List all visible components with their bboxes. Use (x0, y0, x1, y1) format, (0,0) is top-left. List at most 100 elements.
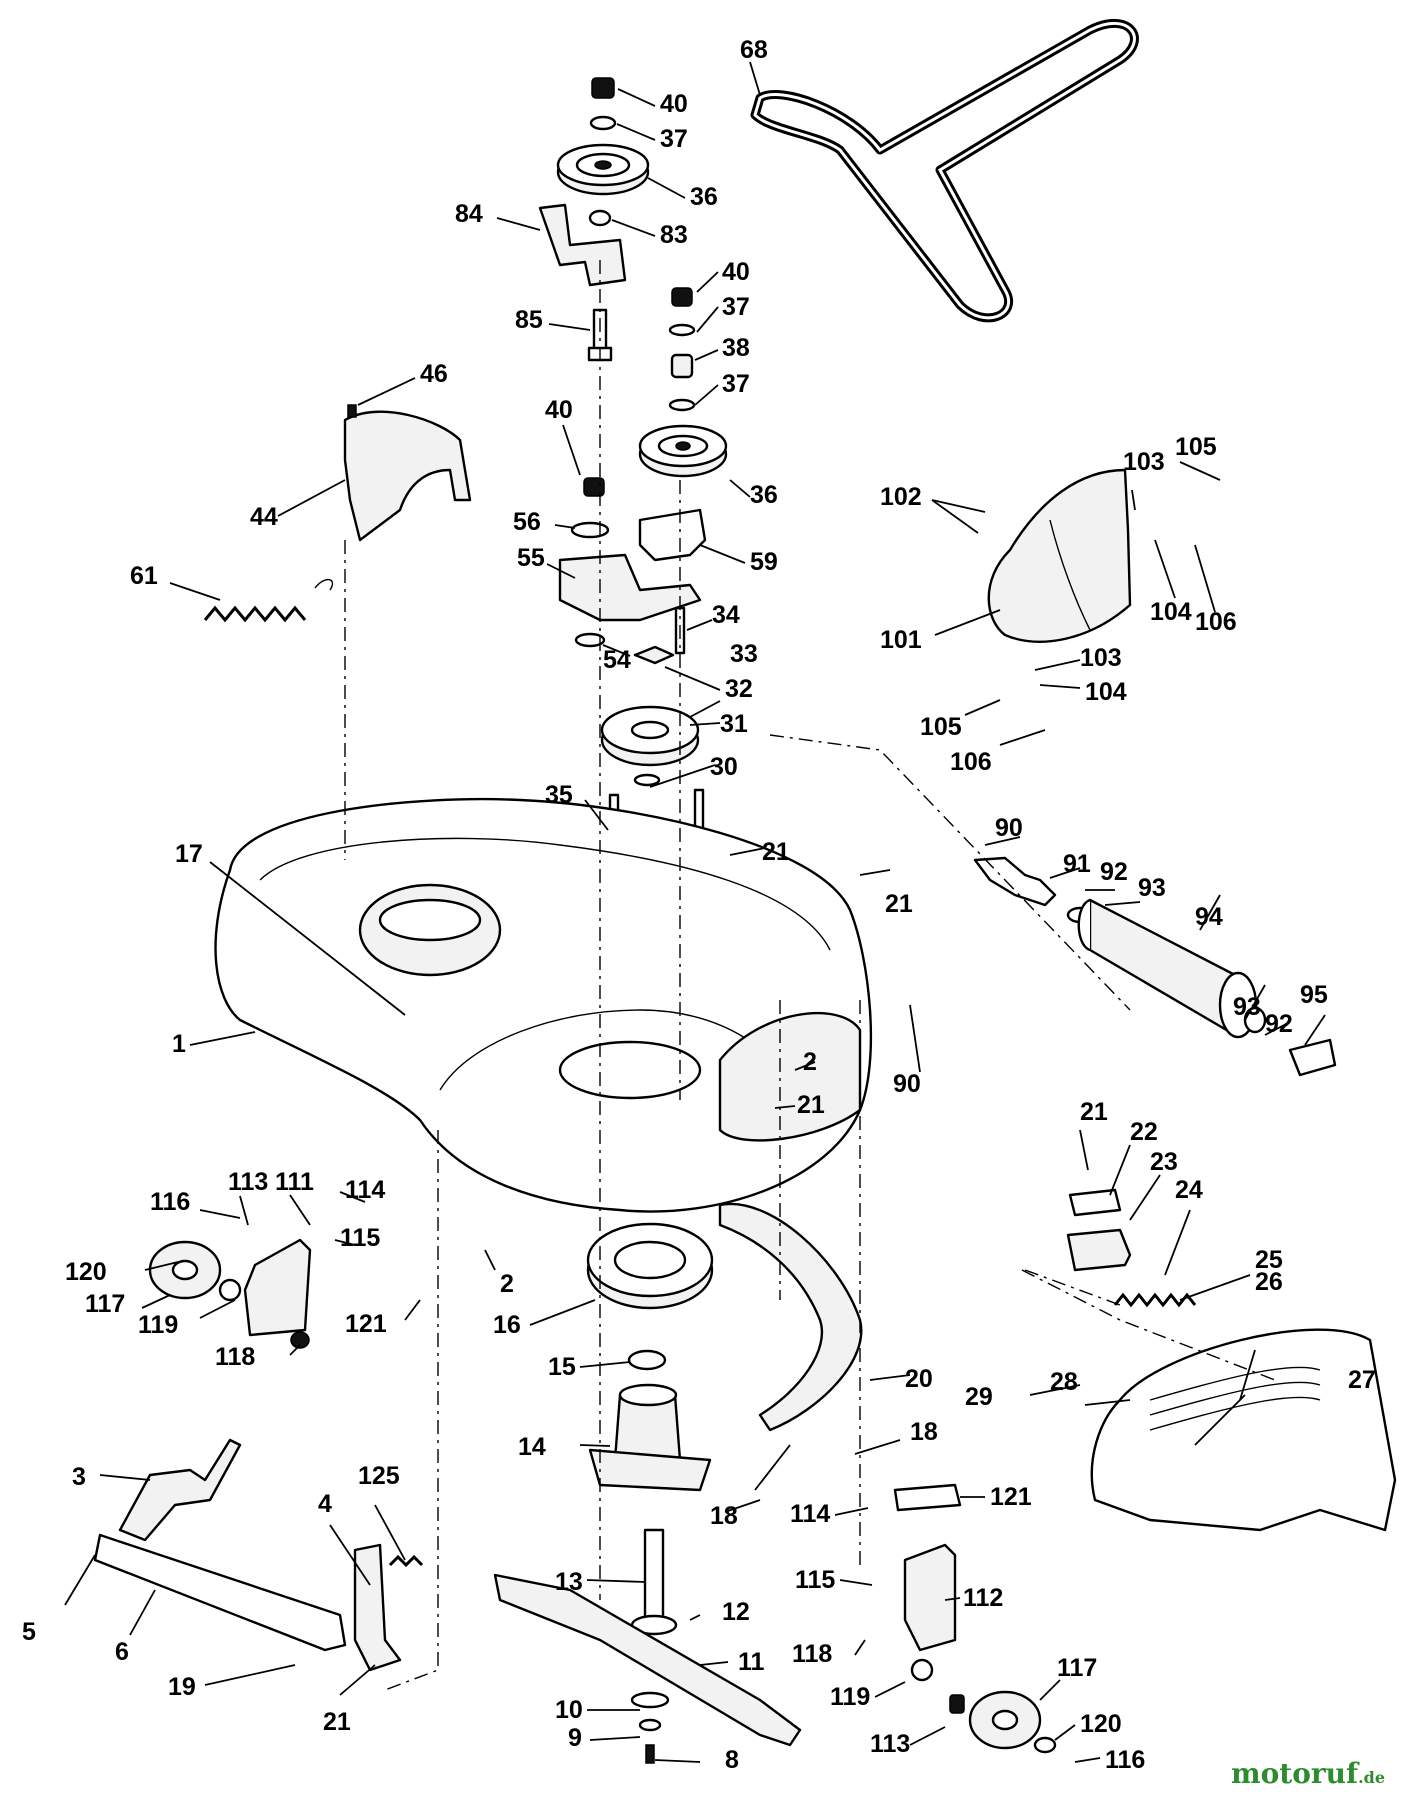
baffle-20 (718, 1202, 863, 1432)
front-bracket-4 (353, 1543, 402, 1672)
link-rod-6 (93, 1533, 347, 1652)
callout-c118a: 118 (215, 1343, 255, 1371)
discharge-chute-27 (1090, 1328, 1397, 1532)
callout-c18a: 18 (910, 1418, 938, 1446)
callout-c119b: 119 (830, 1683, 870, 1711)
callout-c5: 5 (22, 1618, 36, 1646)
callout-c9: 9 (568, 1724, 582, 1752)
callout-c21c: 21 (797, 1091, 825, 1119)
discharge-deflector-101 (987, 468, 1132, 643)
bracket-59 (638, 508, 707, 562)
callout-c85: 85 (515, 306, 543, 334)
callout-c55: 55 (517, 544, 545, 572)
callout-c37b: 37 (722, 293, 750, 321)
callout-c37c: 37 (722, 370, 750, 398)
callout-c20: 20 (905, 1365, 933, 1393)
callout-c34: 34 (712, 601, 740, 629)
callout-c56: 56 (513, 508, 541, 536)
callout-c8: 8 (725, 1746, 739, 1774)
callout-c103b: 103 (1080, 644, 1122, 672)
callout-c2b: 2 (500, 1270, 514, 1298)
callout-c21a: 21 (762, 838, 790, 866)
callout-c6: 6 (115, 1638, 129, 1666)
callout-c92a: 92 (1100, 858, 1128, 886)
part-drawings (93, 19, 1397, 1764)
callout-c104b: 104 (1085, 678, 1127, 706)
callout-c46: 46 (420, 360, 448, 388)
callout-c106a: 106 (1195, 608, 1237, 636)
callout-c93a: 93 (1138, 874, 1166, 902)
callout-c59: 59 (750, 548, 778, 576)
spindle-housing-16 (586, 1222, 714, 1310)
idler-pulley-36-middle (638, 424, 728, 478)
callout-c25: 25 (1255, 1246, 1283, 1274)
callout-c118b: 118 (792, 1640, 832, 1668)
callout-c114b: 114 (790, 1500, 830, 1528)
callout-c102: 102 (880, 483, 922, 511)
callout-c32: 32 (725, 675, 753, 703)
callout-c36a: 36 (690, 183, 718, 211)
callout-c93b: 93 (1233, 993, 1261, 1021)
watermark-text: motoruf (1230, 1757, 1359, 1790)
callout-c40c: 40 (545, 396, 573, 424)
callout-c16: 16 (493, 1311, 521, 1339)
bracket-91 (973, 856, 1057, 907)
callout-c15: 15 (548, 1353, 576, 1381)
callout-c2a: 2 (803, 1048, 817, 1076)
callout-c113a: 113 (228, 1168, 268, 1196)
callout-c24: 24 (1175, 1176, 1203, 1204)
callout-c121a: 121 (345, 1310, 387, 1338)
callout-c4: 4 (318, 1490, 332, 1518)
belt-guide-84 (538, 203, 627, 287)
leader-lines (64, 61, 1326, 1763)
callout-c33: 33 (730, 640, 758, 668)
roller-94 (1077, 898, 1258, 1039)
callout-c1: 1 (172, 1030, 186, 1058)
spring-61 (203, 605, 307, 623)
callout-c91: 91 (1063, 850, 1091, 878)
watermark-logo: motoruf.de (1231, 1757, 1385, 1790)
mower-blade-11 (493, 1573, 802, 1747)
callout-c116a: 116 (150, 1188, 190, 1216)
callout-c29: 29 (965, 1383, 993, 1411)
spring-25 (1113, 1292, 1197, 1308)
callout-c18b: 18 (710, 1502, 738, 1530)
nut-40-top (591, 77, 615, 99)
callout-c21d: 21 (1080, 1098, 1108, 1126)
callout-c68: 68 (740, 36, 768, 64)
callout-c19: 19 (168, 1673, 196, 1701)
callout-c17: 17 (175, 840, 203, 868)
callout-c31: 31 (720, 710, 748, 738)
callout-c54: 54 (603, 646, 631, 674)
drive-belt (750, 19, 1139, 323)
callout-c121b: 121 (990, 1483, 1032, 1511)
callout-c115a: 115 (340, 1224, 380, 1252)
callout-c113b: 113 (870, 1730, 910, 1758)
callout-c40a: 40 (660, 90, 688, 118)
callout-c125: 125 (358, 1462, 400, 1490)
callout-c106b: 106 (950, 748, 992, 776)
callout-c84: 84 (455, 200, 483, 228)
callout-c117a: 117 (85, 1290, 125, 1318)
callout-c120b: 120 (1080, 1710, 1122, 1738)
callout-c105b: 105 (920, 713, 962, 741)
callout-c115b: 115 (795, 1566, 835, 1594)
belt-cover-44 (343, 410, 472, 542)
callout-c120a: 120 (65, 1258, 107, 1286)
callout-c35: 35 (545, 781, 573, 809)
callout-c92b: 92 (1265, 1010, 1293, 1038)
callout-c114a: 114 (345, 1176, 385, 1204)
callout-c104a: 104 (1150, 598, 1192, 626)
callout-c94: 94 (1195, 903, 1223, 931)
callout-c22: 22 (1130, 1118, 1158, 1146)
hanger-bracket-3 (118, 1438, 242, 1542)
callout-c116b: 116 (1105, 1746, 1145, 1774)
callout-c12: 12 (722, 1598, 750, 1626)
callout-c112: 112 (963, 1584, 1003, 1612)
callout-c111: 111 (275, 1168, 314, 1196)
callout-c38: 38 (722, 334, 750, 362)
callout-c90a: 90 (995, 814, 1023, 842)
callout-c28: 28 (1050, 1368, 1078, 1396)
idler-bracket-55 (558, 553, 702, 622)
